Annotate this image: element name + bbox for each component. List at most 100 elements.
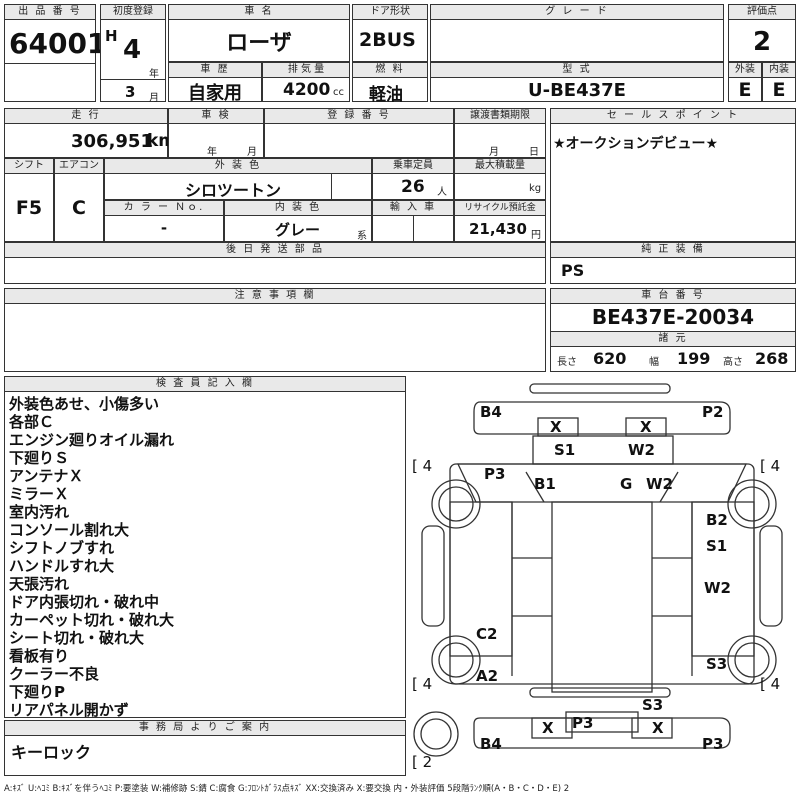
transfer-month-unit: 月: [489, 147, 499, 158]
sales-point-label: セ ー ル ス ポ イ ン ト: [551, 109, 795, 124]
sales-point: ★オークションデビュー★: [553, 136, 719, 152]
grade-label: グ レ ー ド: [431, 5, 723, 20]
later-parts-label: 後 日 発 送 部 品: [5, 243, 545, 258]
inspector-note: シート切れ・破れ大: [9, 629, 145, 647]
diagram-right-s1: S1: [706, 537, 728, 555]
model-cell: 型 式 U-BE437E: [430, 62, 724, 102]
diagram-front-s1: S1: [554, 441, 576, 459]
color-label: 外 装 色: [105, 159, 371, 174]
lot-number: 64001: [9, 27, 107, 60]
interior-label: 内装: [763, 63, 795, 78]
car-diagram: B4 P2 X X S1 W2 P3 B1 G W2 B2 S1 W2 S3 C…: [408, 376, 796, 776]
caution-label: 注 意 事 項 欄: [5, 289, 545, 304]
history-label: 車 歴: [169, 63, 261, 78]
capacity-unit: 人: [437, 187, 447, 198]
lot-number-label: 出 品 番 号: [5, 5, 95, 20]
era: H: [105, 27, 118, 45]
office-note-cell: 事 務 局 よ り ご 案 内 キーロック: [4, 720, 406, 776]
diagram-hood-p3: P3: [484, 465, 506, 483]
diagram-front-right: P2: [702, 403, 724, 421]
office-note: キーロック: [11, 743, 92, 762]
caution-cell: 注 意 事 項 欄: [4, 288, 546, 372]
interior-color: グレー: [275, 221, 321, 239]
genuine-equipment: PS: [561, 261, 585, 280]
score-label: 評価点: [729, 5, 795, 20]
inspector-note: 下廻りP: [9, 683, 65, 701]
inspector-note: 外装色あせ、小傷多い: [9, 395, 160, 413]
aircon: C: [72, 197, 86, 219]
interior-score-cell: 内装 E: [762, 62, 796, 102]
inspector-notes-label: 検 査 員 記 入 欄: [5, 377, 405, 392]
first-registration-cell: 初度登録 H 4 年 3 月: [100, 4, 166, 104]
diagram-rear-left: B4: [480, 735, 502, 753]
score-cell: 評価点 2: [728, 4, 796, 62]
door-type: 2BUS: [359, 29, 416, 51]
inspector-note: ドア内張切れ・破れ中: [9, 593, 160, 611]
later-parts-cell: 後 日 発 送 部 品: [4, 242, 546, 284]
inspector-note: 下廻りＳ: [9, 449, 70, 467]
inspector-note: ハンドルすれ大: [9, 557, 115, 575]
inspection-month-unit: 月: [247, 147, 257, 158]
shift: F5: [15, 197, 43, 219]
recycle-label: リサイクル預託金: [455, 201, 545, 216]
transfer-deadline-label: 譲渡書類期限: [455, 109, 545, 124]
first-reg-year: 4: [123, 35, 142, 65]
legend: A:ｷｽﾞ U:ﾍｺﾐ B:ｷｽﾞを伴うﾍｺﾐ P:要塗装 W:補修跡 S:錆 …: [4, 784, 570, 794]
inspector-note: アンテナＸ: [9, 467, 84, 485]
model: U-BE437E: [528, 80, 626, 101]
diagram-front-w2: W2: [628, 441, 655, 459]
car-name-label: 車 名: [169, 5, 349, 20]
width: 199: [677, 349, 711, 368]
diagram-right-s3: S3: [706, 655, 728, 673]
diagram-rear-x1: X: [542, 719, 554, 737]
import-label: 輸 入 車: [373, 201, 453, 216]
history-cell: 車 歴 自家用: [168, 62, 262, 104]
max-load-label: 最大積載量: [455, 159, 545, 174]
chassis-number: BE437E-20034: [591, 305, 755, 329]
exterior-label: 外装: [729, 63, 761, 78]
diagram-right-b2: B2: [706, 511, 728, 529]
interior-color-label: 内 装 色: [225, 201, 371, 216]
recycle-cell: リサイクル預託金 21,430 円: [454, 200, 546, 242]
diagram-rear-s3: S3: [642, 696, 664, 714]
genuine-equipment-label: 純 正 装 備: [551, 243, 795, 258]
inspection-label: 車 検: [169, 109, 263, 124]
interior-score: E: [772, 79, 786, 101]
model-label: 型 式: [431, 63, 723, 78]
first-registration-label: 初度登録: [101, 5, 165, 20]
color-number: -: [160, 219, 168, 237]
capacity: 26: [401, 177, 425, 197]
import-cell: 輸 入 車: [372, 200, 454, 242]
inspector-note: クーラー不良: [9, 665, 100, 683]
diagram-pillar-b1: B1: [534, 475, 556, 493]
diagram-glass-g: G: [620, 475, 633, 493]
month-unit: 月: [149, 93, 159, 104]
registration-label: 登 録 番 号: [265, 109, 453, 124]
diagram-left-c2: C2: [476, 625, 498, 643]
color-number-cell: カ ラ ー Ｎｏ. -: [104, 200, 224, 242]
height: 268: [755, 349, 789, 368]
mileage-label: 走 行: [5, 109, 167, 124]
car-name-cell: 車 名 ローザ: [168, 4, 350, 62]
diagram-tire-rear-left: [ 4: [412, 675, 433, 693]
exterior-score: E: [738, 79, 752, 101]
interior-color-cell: 内 装 色 グレー 系: [224, 200, 372, 242]
door-type-label: ドア形状: [353, 5, 427, 20]
diagram-right-w2: W2: [704, 579, 731, 597]
max-load-cell: 最大積載量 kg: [454, 158, 546, 200]
registration-cell: 登 録 番 号: [264, 108, 454, 158]
length: 620: [593, 349, 627, 368]
diagram-front-x2: X: [640, 418, 652, 436]
specs-label: 諸 元: [551, 331, 795, 347]
diagram-rear-x2: X: [652, 719, 664, 737]
diagram-left-a2: A2: [476, 667, 499, 685]
mileage: 306,951: [71, 131, 153, 152]
fuel-cell: 燃 料 軽油: [352, 62, 428, 105]
shift-label: シフト: [5, 159, 53, 174]
inspection-year-unit: 年: [207, 147, 217, 158]
color: シロツートン: [185, 181, 282, 200]
diagram-pillar-w2: W2: [646, 475, 673, 493]
